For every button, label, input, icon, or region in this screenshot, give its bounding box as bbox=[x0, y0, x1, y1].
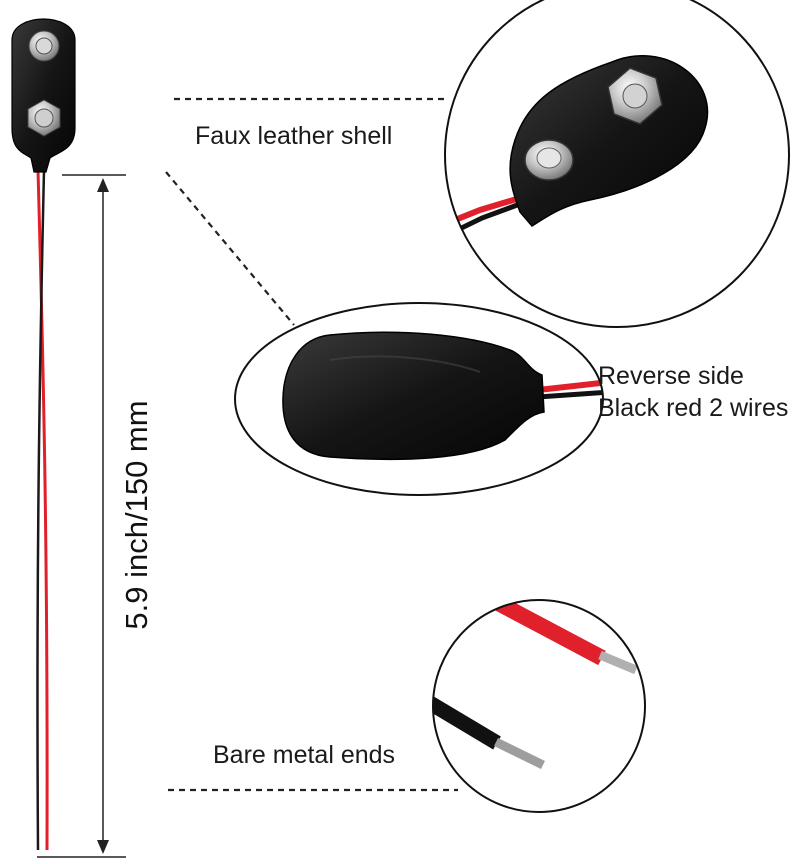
black-wire bbox=[36, 169, 46, 851]
dimension-label: 5.9 inch/150 mm bbox=[119, 400, 154, 630]
inset-reverse-side bbox=[234, 302, 604, 496]
callout-reverse-line2: Black red 2 wires bbox=[598, 394, 789, 422]
red-wire bbox=[36, 169, 49, 851]
dimension-line bbox=[37, 174, 126, 858]
inset-round-terminal bbox=[524, 139, 574, 181]
hex-snap-terminal bbox=[27, 99, 61, 137]
inset-shell-closeup bbox=[444, 0, 790, 328]
connector-housing bbox=[11, 18, 76, 173]
callout-reverse-side: Reverse side Black red 2 wires bbox=[598, 360, 788, 424]
inset-black-wire bbox=[433, 693, 501, 750]
inset-red-wire bbox=[466, 600, 606, 666]
battery-snap-connector bbox=[11, 18, 76, 851]
round-snap-terminal bbox=[28, 30, 60, 62]
inset-hex-terminal bbox=[607, 67, 663, 125]
callout-bare-metal-ends: Bare metal ends bbox=[213, 741, 396, 769]
leader-lines bbox=[165, 97, 458, 792]
inset-reverse-housing bbox=[282, 331, 545, 461]
callout-reverse-line1: Reverse side bbox=[598, 362, 744, 390]
callout-faux-leather-shell: Faux leather shell bbox=[195, 122, 393, 150]
inset-wire-ends bbox=[432, 599, 646, 813]
